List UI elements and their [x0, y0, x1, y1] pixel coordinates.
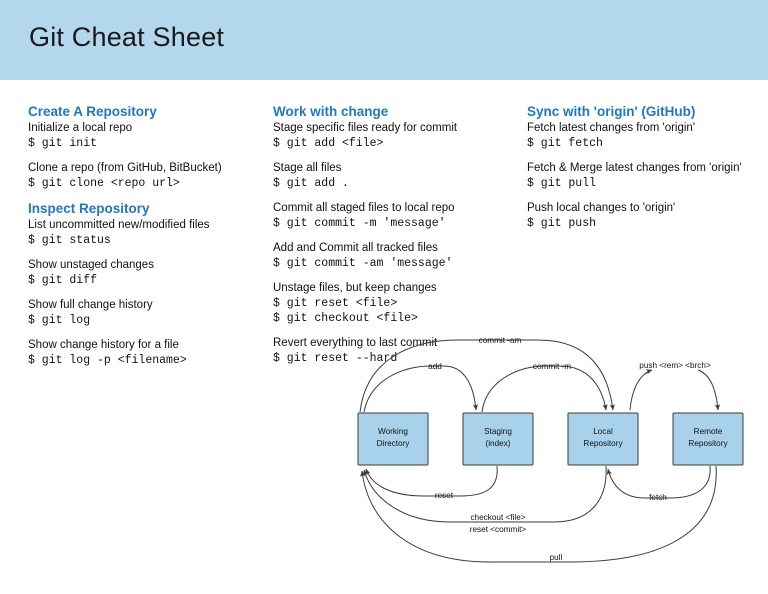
section-create-a-repository: Create A Repository Initialize a local r…	[28, 104, 268, 191]
edge-label-commit-m: commit -m	[533, 362, 571, 371]
flow-box-label: Repository	[688, 439, 728, 448]
command-line: $ git log -p <filename>	[28, 354, 187, 367]
command-description: Push local changes to 'origin'	[527, 202, 676, 214]
edge-reset	[365, 465, 498, 497]
section-heading: Work with change	[273, 104, 389, 119]
section-work-with-change: Work with change Stage specific files re…	[273, 104, 518, 366]
command-description: Fetch & Merge latest changes from 'origi…	[527, 162, 742, 174]
flow-box-remote-repository[interactable]: Remote Repository	[672, 412, 744, 466]
command-line: $ git fetch	[527, 137, 603, 150]
column-sync-with-origin: Sync with 'origin' (GitHub) Fetch latest…	[527, 104, 767, 241]
edge-push	[629, 369, 653, 411]
page-title: Git Cheat Sheet	[29, 22, 225, 52]
command-line: $ git checkout <file>	[273, 312, 418, 325]
edge-fetch	[606, 465, 711, 499]
command-description: Clone a repo (from GitHub, BitBucket)	[28, 162, 222, 174]
edge-add	[363, 365, 479, 413]
command-line: $ git add <file>	[273, 137, 384, 150]
command-description: Revert everything to last commit	[273, 337, 438, 349]
command-line: $ git commit -am 'message'	[273, 257, 453, 270]
edge-commit-m	[481, 365, 608, 413]
flow-box-label: Remote	[694, 427, 723, 436]
command-line: $ git pull	[527, 177, 597, 190]
command-block: List uncommitted new/modified files $ gi…	[28, 218, 268, 248]
command-line: $ git reset <file>	[273, 297, 398, 310]
command-description: Show full change history	[28, 299, 153, 311]
edge-commit-am	[359, 339, 615, 413]
flow-box-label: Directory	[377, 439, 411, 448]
flow-box-label: Working	[378, 427, 408, 436]
column-create-repository: Create A Repository Initialize a local r…	[28, 104, 268, 378]
flow-box-working-directory[interactable]: Working Directory	[357, 412, 429, 466]
command-line: $ git diff	[28, 274, 98, 287]
column-work-with-change: Work with change Stage specific files re…	[273, 104, 518, 376]
flow-box-label: Staging	[484, 427, 512, 436]
command-block: Stage specific files ready for commit $ …	[273, 121, 518, 151]
section-inspect-repository: Inspect Repository List uncommitted new/…	[28, 201, 268, 368]
edge-label-checkout-file: checkout <file>	[470, 513, 525, 522]
edge-pull	[360, 465, 717, 563]
command-block: Fetch & Merge latest changes from 'origi…	[527, 161, 767, 191]
flow-box-label: Local	[593, 427, 613, 436]
command-block: Show change history for a file $ git log…	[28, 338, 268, 368]
command-line: $ git clone <repo url>	[28, 177, 180, 190]
command-block: Stage all files $ git add .	[273, 161, 518, 191]
section-heading: Inspect Repository	[28, 201, 150, 216]
edge-label-reset: reset	[435, 491, 454, 500]
edge-push-target	[697, 369, 721, 411]
command-line: $ git log	[28, 314, 91, 327]
command-line: $ git push	[527, 217, 597, 230]
header-banner: Git Cheat Sheet	[0, 0, 768, 80]
command-block: Unstage files, but keep changes $ git re…	[273, 281, 518, 326]
command-description: Add and Commit all tracked files	[273, 242, 438, 254]
command-description: Fetch latest changes from 'origin'	[527, 122, 696, 134]
flow-box-staging-index[interactable]: Staging (index)	[462, 412, 534, 466]
section-sync-with-origin: Sync with 'origin' (GitHub) Fetch latest…	[527, 104, 767, 231]
command-line: $ git commit -m 'message'	[273, 217, 446, 230]
command-block: Clone a repo (from GitHub, BitBucket) $ …	[28, 161, 268, 191]
edge-label-fetch: fetch	[649, 493, 667, 502]
flow-box-label: Repository	[583, 439, 623, 448]
command-block: Initialize a local repo $ git init	[28, 121, 268, 151]
command-block: Commit all staged files to local repo $ …	[273, 201, 518, 231]
git-workflow-diagram: commit -am add commit -m push <rem> <brc…	[340, 330, 768, 594]
flow-box-label: (index)	[485, 439, 510, 448]
edge-label-commit-am: commit -am	[479, 336, 522, 345]
command-block: Revert everything to last commit $ git r…	[273, 336, 518, 366]
command-block: Push local changes to 'origin' $ git pus…	[527, 201, 767, 231]
command-description: Show change history for a file	[28, 339, 179, 351]
edge-label-pull: pull	[550, 553, 563, 562]
command-block: Show full change history $ git log	[28, 298, 268, 328]
command-description: Commit all staged files to local repo	[273, 202, 455, 214]
edge-checkout-reset	[363, 465, 607, 523]
command-block: Add and Commit all tracked files $ git c…	[273, 241, 518, 271]
flow-box-local-repository[interactable]: Local Repository	[567, 412, 639, 466]
command-line: $ git init	[28, 137, 98, 150]
command-description: Unstage files, but keep changes	[273, 282, 437, 294]
edge-label-push: push <rem> <brch>	[639, 361, 711, 370]
command-block: Fetch latest changes from 'origin' $ git…	[527, 121, 767, 151]
command-description: Stage specific files ready for commit	[273, 122, 458, 134]
command-line: $ git reset --hard	[273, 352, 398, 365]
command-description: Initialize a local repo	[28, 122, 133, 134]
section-heading: Sync with 'origin' (GitHub)	[527, 104, 696, 119]
command-line: $ git status	[28, 234, 111, 247]
edge-label-reset-commit: reset <commit>	[470, 525, 527, 534]
command-block: Show unstaged changes $ git diff	[28, 258, 268, 288]
command-description: Stage all files	[273, 162, 342, 174]
command-line: $ git add .	[273, 177, 349, 190]
command-description: Show unstaged changes	[28, 259, 154, 271]
section-heading: Create A Repository	[28, 104, 157, 119]
command-description: List uncommitted new/modified files	[28, 219, 210, 231]
edge-label-add: add	[428, 362, 442, 371]
